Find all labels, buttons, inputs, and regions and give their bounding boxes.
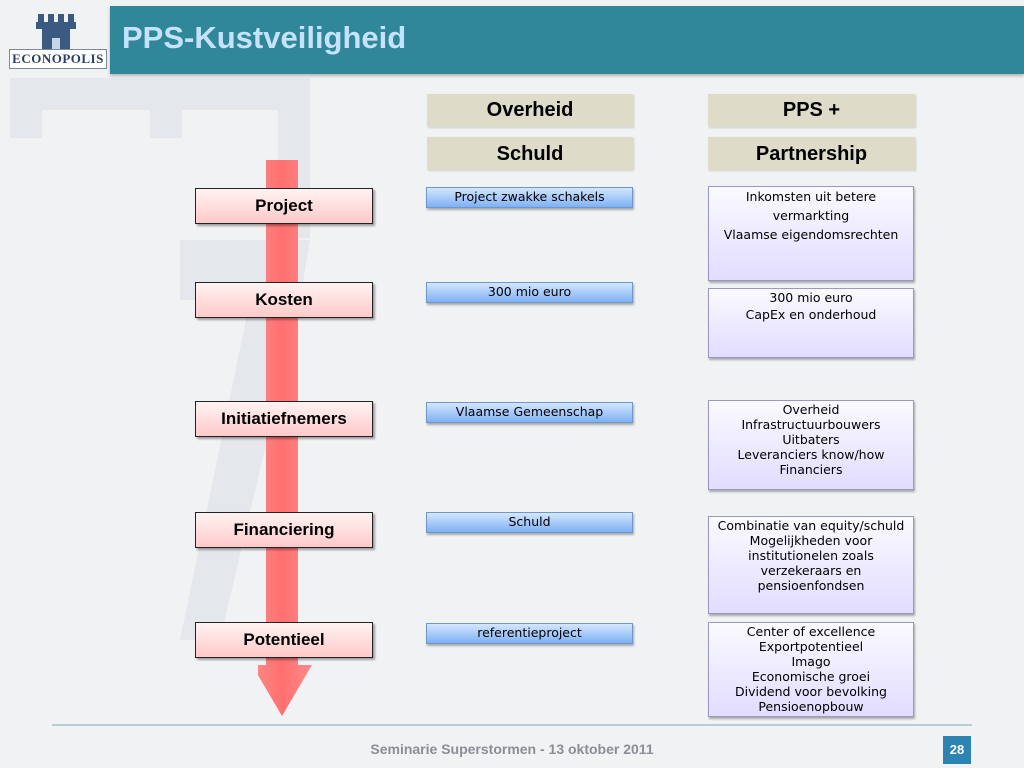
pps-cell-kosten: 300 mio euro CapEx en onderhoud (708, 288, 914, 358)
pps-line: Imago (791, 654, 831, 669)
pps-line: Exportpotentieel (758, 639, 864, 654)
logo-text: ECONOPOLIS (9, 49, 107, 69)
pps-line: Dividend voor bevolking (735, 684, 887, 699)
row-label-initiatiefnemers: Initiatiefnemers (195, 401, 373, 437)
pps-cell-initiatiefnemers: Overheid Infrastructuurbouwers Uitbaters… (708, 400, 914, 490)
pps-line: Center of excellence (746, 624, 876, 639)
header-partnership: Partnership (708, 137, 915, 170)
pps-cell-project: Inkomsten uit betere vermarkting Vlaamse… (708, 186, 914, 281)
pps-cell-financiering: Combinatie van equity/schuld Mogelijkhed… (708, 516, 914, 614)
pps-line: pensioenfondsen (757, 578, 865, 593)
pps-line: Combinatie van equity/schuld (717, 518, 905, 533)
row-label-financiering: Financiering (195, 512, 373, 548)
header-overheid: Overheid (427, 94, 633, 127)
pps-line: institutionelen zoals (748, 548, 874, 563)
page-number-badge: 28 (943, 736, 971, 764)
header-schuld: Schuld (427, 137, 633, 170)
pps-line: vermarkting (772, 208, 850, 223)
row-label-kosten: Kosten (195, 282, 373, 318)
pps-line: Overheid (782, 402, 840, 417)
pps-line: Infrastructuurbouwers (741, 417, 881, 432)
pps-line: Economische groei (751, 669, 871, 684)
row-label-project: Project (195, 188, 373, 224)
overheid-cell-financiering: Schuld (426, 512, 633, 533)
overheid-cell-potentieel: referentieproject (426, 623, 633, 644)
row-label-potentieel: Potentieel (195, 622, 373, 658)
pps-line: Mogelijkheden voor (749, 533, 873, 548)
econopolis-logo: ECONOPOLIS (4, 12, 107, 69)
header-pps: PPS + (708, 94, 915, 127)
overheid-cell-kosten: 300 mio euro (426, 282, 633, 303)
pps-cell-potentieel: Center of excellence Exportpotentieel Im… (708, 622, 914, 717)
overheid-cell-project: Project zwakke schakels (426, 187, 633, 208)
pps-line: Uitbaters (782, 432, 840, 447)
footer-text: Seminarie Superstormen - 13 oktober 2011 (370, 741, 654, 757)
pps-line: CapEx en onderhoud (745, 307, 877, 322)
footer-divider (52, 724, 972, 726)
overheid-cell-initiatiefnemers: Vlaamse Gemeenschap (426, 402, 633, 423)
pps-line: verzekeraars en (760, 563, 862, 578)
title-bar: PPS-Kustveiligheid (110, 6, 1024, 74)
pps-line: Vlaamse eigendomsrechten (723, 227, 899, 242)
pps-line: Financiers (779, 462, 843, 477)
pps-line: Leveranciers know/how (737, 447, 885, 462)
pps-line: Inkomsten uit betere (745, 189, 877, 204)
slide-title: PPS-Kustveiligheid (122, 20, 407, 55)
pps-line: Pensioenopbouw (758, 699, 864, 714)
pps-line: 300 mio euro (769, 290, 853, 305)
